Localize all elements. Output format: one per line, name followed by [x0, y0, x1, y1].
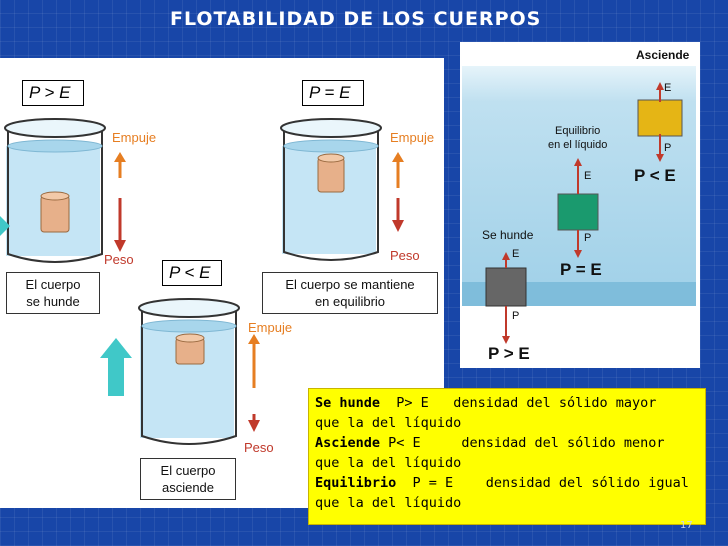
force-p-ascend: P — [664, 142, 672, 154]
tank-illustration — [462, 66, 696, 344]
empuje-label-ascend: Empuje — [248, 320, 293, 335]
summary-continuation-ascend: que la del líquido — [315, 455, 462, 471]
peso-label-equilibrium: Peso — [390, 248, 420, 263]
caption-sink: El cuerpo se hunde — [6, 272, 100, 314]
condition-label-sink: P > E — [22, 80, 84, 106]
page-number: 17 — [680, 520, 693, 531]
peso-label-ascend: Peso — [244, 440, 274, 455]
slide-title: FLOTABILIDAD DE LOS CUERPOS — [170, 8, 542, 30]
density-summary-box: Se hunde P> E densidad del sólido mayor … — [308, 388, 706, 525]
force-e-ascend: E — [664, 82, 672, 94]
force-arrows-equilibrium — [392, 152, 404, 232]
ascending-block — [637, 99, 683, 137]
peso-label-sink: Peso — [104, 252, 134, 267]
force-p-equilibrium: P — [584, 232, 592, 244]
relation-equilibrium: P = E — [560, 260, 602, 279]
direction-arrow-left — [0, 216, 10, 236]
condition-label-ascend: P < E — [162, 260, 222, 286]
se-hunde-label: Se hunde — [482, 228, 534, 242]
asciende-label: Asciende — [636, 48, 690, 62]
equilibrium-block — [557, 193, 599, 231]
summary-row-sink: Se hunde P> E densidad del sólido mayor — [315, 395, 657, 411]
summary-continuation-sink: que la del líquido — [315, 415, 462, 431]
force-arrows-ascend — [248, 334, 260, 432]
beaker-equilibrium — [280, 118, 382, 261]
beaker-ascend — [138, 298, 240, 445]
beaker-sink — [4, 118, 106, 263]
force-arrows-sink — [114, 152, 126, 252]
force-p-sink: P — [512, 310, 520, 322]
force-e-equilibrium: E — [584, 170, 592, 182]
beaker-sink-illustration — [0, 118, 404, 445]
force-e-sink: E — [512, 248, 520, 260]
summary-row-equilibrium: Equilibrio P = E densidad del sólido igu… — [315, 475, 689, 491]
sinking-block — [485, 267, 527, 307]
summary-continuation-equilibrium: que la del líquido — [315, 495, 462, 511]
summary-row-ascend: Asciende P< E densidad del sólido menor — [315, 435, 665, 451]
direction-arrow-up — [100, 338, 132, 396]
beaker-diagram-panel: P > E — [0, 58, 444, 508]
caption-ascend: El cuerpo asciende — [140, 458, 236, 500]
relation-sink: P > E — [488, 344, 530, 363]
relation-ascend: P < E — [634, 166, 676, 185]
equilibrio-label: Equilibrio en el líquido — [548, 125, 608, 151]
condition-label-equilibrium: P = E — [302, 80, 364, 106]
tank-diagram-panel: Asciende E P P < E Equilibrio en el líqu… — [460, 42, 700, 368]
empuje-label-equilibrium: Empuje — [390, 130, 435, 145]
empuje-label-sink: Empuje — [112, 130, 157, 145]
caption-equilibrium: El cuerpo se mantiene en equilibrio — [262, 272, 438, 314]
